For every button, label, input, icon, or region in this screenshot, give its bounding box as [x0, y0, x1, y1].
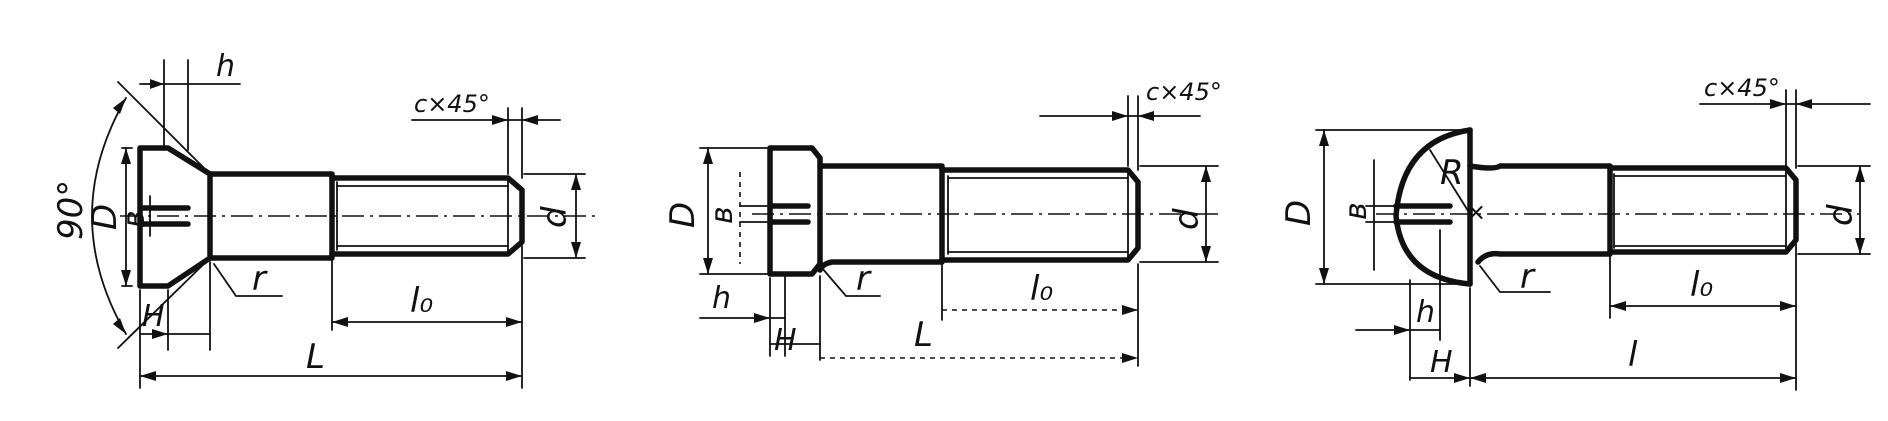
label-d: d [1167, 208, 1207, 230]
leader-r [1479, 265, 1551, 293]
label-R: R [1440, 153, 1464, 193]
label-angle: 90° [51, 180, 91, 240]
angle-arc [91, 97, 127, 335]
cheese-head-outline [767, 145, 823, 277]
label-r: r [856, 259, 872, 299]
shank-outline [1467, 163, 1613, 265]
thread-outline [939, 167, 1141, 263]
label-d: d [1821, 204, 1861, 226]
slot [1393, 203, 1453, 225]
round-head-outline [1393, 127, 1473, 287]
label-chamfer: c×45° [1704, 74, 1780, 102]
leader-r [821, 267, 881, 297]
label-D: D [85, 204, 125, 230]
label-D: D [1279, 200, 1319, 226]
label-l0: l₀ [1690, 265, 1713, 305]
thread-outline [1607, 165, 1799, 255]
label-r: r [252, 259, 268, 299]
countersunk-screw-drawing: h c×45° 90° D в d r H L l₀ [51, 49, 600, 389]
label-L: l [1628, 335, 1638, 375]
slot [767, 203, 811, 225]
label-h: h [1416, 295, 1435, 330]
label-l0: l₀ [410, 281, 433, 321]
label-b: в [705, 206, 740, 224]
label-chamfer: c×45° [1146, 78, 1222, 106]
label-D: D [663, 202, 703, 228]
thread-outline [329, 175, 525, 257]
label-chamfer: c×45° [414, 90, 490, 118]
radius-line [1429, 149, 1471, 215]
round-head-screw-drawing: × [1279, 74, 1871, 391]
label-L: L [914, 315, 933, 355]
label-d: d [535, 206, 575, 228]
label-r: r [1520, 257, 1536, 297]
svg-text:×: × [1466, 198, 1486, 226]
shank-outline [817, 163, 945, 273]
label-H: H [774, 323, 797, 358]
shank-outline [207, 171, 335, 261]
label-b: в [1339, 202, 1374, 220]
label-L: L [306, 337, 325, 377]
label-H: H [142, 299, 165, 334]
label-b: в [117, 210, 152, 228]
cheese-head-screw-drawing: c×45° D в d h r H L l₀ [663, 78, 1222, 367]
slot [137, 205, 191, 227]
angle-ext-bottom [117, 257, 211, 349]
label-H: H [1430, 345, 1453, 380]
label-h: h [712, 281, 731, 316]
leader-r [213, 263, 283, 297]
label-h: h [216, 49, 235, 84]
label-l0: l₀ [1030, 269, 1053, 309]
